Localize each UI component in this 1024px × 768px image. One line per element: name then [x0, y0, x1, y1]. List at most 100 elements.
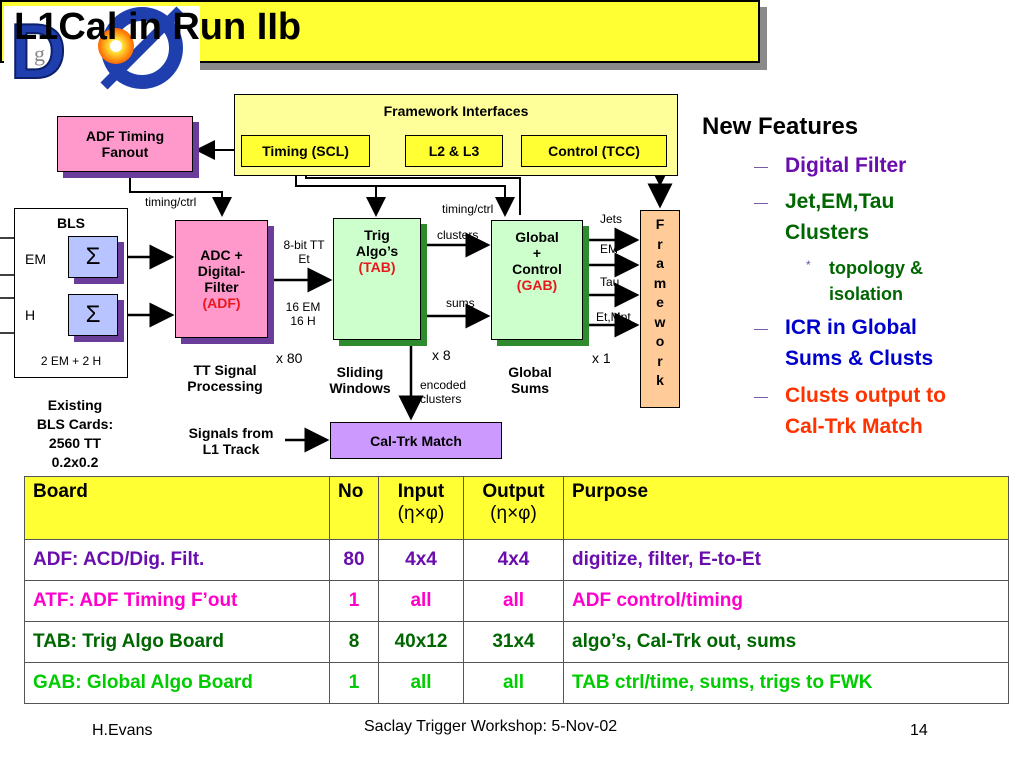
new-feature-item: Digital Filter	[785, 150, 906, 181]
jets-output-label: Jets	[600, 212, 623, 226]
x1-label: x 1	[592, 350, 611, 366]
bls-box: BLS EM H 2 EM + 2 H	[14, 208, 128, 378]
feature-line1: Digital Filter	[785, 154, 907, 177]
bullet-dash-icon: —	[754, 158, 768, 174]
framework-letter: F	[655, 216, 665, 232]
adf-box: ADC + Digital- Filter (ADF)	[175, 220, 268, 338]
tt-l2: Et	[298, 252, 310, 266]
boards-table: Board No Input (η×φ) Output (η×φ) Purpos…	[24, 476, 1009, 704]
tab-l3: (TAB)	[358, 259, 396, 275]
sums-label: sums	[446, 296, 475, 310]
gs-l1: Global	[508, 364, 552, 380]
cell-output: 31x4	[463, 621, 564, 663]
em-output-label: EM	[600, 242, 618, 256]
cell-input: 40x12	[378, 621, 464, 663]
svg-text:D: D	[10, 7, 66, 92]
existing-l4: 0.2x0.2	[51, 454, 99, 470]
timing-ctrl-label-2: timing/ctrl	[442, 202, 494, 216]
encoded-clusters-label: encoded clusters	[420, 378, 466, 406]
framework-letter: m	[653, 274, 667, 291]
table-header-row: Board No Input (η×φ) Output (η×φ) Purpos…	[24, 476, 1009, 540]
adf-l2: Digital-	[197, 263, 246, 279]
tts-l2: Processing	[187, 378, 263, 394]
l2-l3-box: L2 & L3	[405, 135, 503, 167]
cell-output: all	[463, 580, 564, 622]
feature-line1: ICR in Global	[785, 316, 917, 339]
signals-l1-track-label: Signals from L1 Track	[172, 425, 290, 457]
existing-bls-text: Existing BLS Cards: 2560 TT 0.2x0.2	[20, 396, 130, 472]
tt-label: 8-bit TT Et	[276, 238, 332, 266]
bls-em-label: EM	[25, 251, 46, 267]
cell-purpose: digitize, filter, E-to-Et	[563, 539, 1009, 581]
sig-l1: Signals from	[188, 425, 274, 441]
bullet-dash-icon: —	[754, 320, 768, 336]
header-output-sub: (η×φ)	[490, 503, 537, 524]
cell-input: all	[378, 662, 464, 704]
cal-trk-match-box: Cal-Trk Match	[330, 422, 502, 459]
adf-l4: (ADF)	[202, 295, 241, 311]
x80-label: x 80	[276, 350, 303, 366]
footer-event: Saclay Trigger Workshop: 5-Nov-02	[364, 718, 618, 735]
cell-no: 80	[329, 539, 379, 581]
bls-h-label: H	[25, 307, 36, 323]
cell-no: 1	[329, 580, 379, 622]
tt-signal-label: TT Signal Processing	[170, 362, 280, 394]
sw-l2: Windows	[329, 380, 391, 396]
gab-l4: (GAB)	[516, 277, 558, 293]
header-output: Output (η×φ)	[463, 476, 564, 540]
existing-l2: BLS Cards:	[36, 416, 114, 432]
cell-purpose: TAB ctrl/time, sums, trigs to FWK	[563, 662, 1009, 704]
gab-box: Global + Control (GAB)	[491, 220, 583, 340]
cell-input: 4x4	[378, 539, 464, 581]
emh-l1: 16 EM	[285, 300, 321, 314]
tt-l1: 8-bit TT	[283, 238, 325, 252]
framework-letter: o	[655, 333, 665, 349]
tab-box: Trig Algo’s (TAB)	[333, 218, 421, 340]
framework-title: Framework Interfaces	[383, 103, 529, 119]
fanout-line2: Fanout	[101, 144, 149, 160]
bls-title: BLS	[57, 215, 85, 231]
sigma-h-box: Σ	[68, 294, 118, 336]
bullet-dash-icon: —	[754, 194, 768, 210]
cell-no: 8	[329, 621, 379, 663]
gab-l2: +	[532, 245, 542, 261]
header-no: No	[329, 476, 379, 540]
tab-l1: Trig	[364, 227, 390, 243]
tau-output-label: Tau	[600, 275, 620, 289]
framework-letter: r	[657, 352, 663, 369]
sig-l2: L1 Track	[202, 441, 260, 457]
footer-page-number: 14	[910, 722, 928, 739]
header-input-sub: (η×φ)	[397, 503, 445, 524]
sw-l1: Sliding	[336, 364, 384, 380]
footer-author: H.Evans	[92, 722, 153, 739]
emh-l2: 16 H	[290, 314, 316, 328]
feature-line2: Sums & Clusts	[785, 347, 934, 370]
fanout-line1: ADF Timing	[85, 128, 165, 144]
framework-letter: k	[656, 372, 664, 388]
header-output-label: Output	[482, 481, 545, 502]
cell-output: all	[463, 662, 564, 704]
global-sums-label: Global Sums	[495, 364, 565, 396]
control-tcc-box: Control (TCC)	[521, 135, 667, 167]
adf-l3: Filter	[204, 279, 239, 295]
slide-title: L1Cal in Run IIb	[14, 6, 302, 48]
em-h-label: 16 EM 16 H	[278, 300, 328, 328]
cell-output: 4x4	[463, 539, 564, 581]
header-input-label: Input	[397, 481, 445, 502]
framework-letter: w	[654, 313, 666, 330]
cell-board: ADF: ACD/Dig. Filt.	[24, 539, 330, 581]
adf-l1: ADC +	[200, 247, 243, 263]
clusters-label: clusters	[437, 228, 479, 242]
sub-bullet-icon: *	[806, 258, 811, 272]
header-board: Board	[24, 476, 330, 540]
tts-l1: TT Signal	[193, 362, 257, 378]
bls-footer: 2 EM + 2 H	[40, 354, 102, 368]
bullet-dash-icon: —	[754, 388, 768, 404]
cell-no: 1	[329, 662, 379, 704]
